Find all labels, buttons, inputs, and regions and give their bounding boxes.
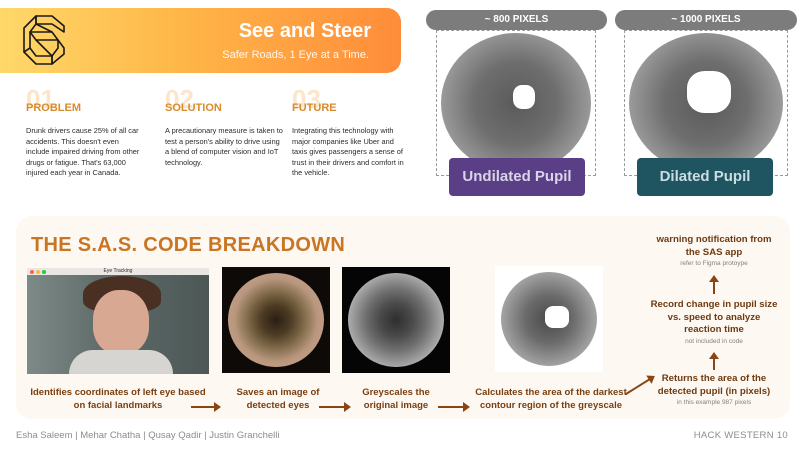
authors-credit: Esha Saleem | Mehar Chatha | Qusay Qadir… — [16, 430, 280, 441]
arrow-up-icon — [709, 275, 719, 294]
column-label: FUTURE — [292, 102, 337, 114]
side-step-note: in this example 987 pixels — [676, 399, 752, 407]
column-text: Integrating this technology with major c… — [292, 126, 404, 178]
page-title: See and Steer — [238, 20, 371, 42]
return-area-step: Returns the area of the detected pupil (… — [648, 373, 780, 408]
minimize-window-icon[interactable] — [36, 270, 40, 274]
step-calculate-area: Calculates the area of the darkest conto… — [475, 387, 627, 411]
column-label: PROBLEM — [26, 102, 81, 114]
contour-eye-image — [495, 266, 603, 372]
dilated-eye-image — [629, 33, 783, 173]
greyscale-eye-image — [342, 267, 450, 373]
webcam-shirt — [69, 350, 173, 374]
arrow-up-icon — [709, 352, 719, 370]
step-identify-eye: Identifies coordinates of left eye based… — [30, 387, 206, 411]
window-title: Eye Tracking — [103, 268, 133, 274]
arrow-right-icon — [191, 402, 221, 412]
arrow-right-icon — [438, 402, 470, 412]
undilated-pupil-label: Undilated Pupil — [449, 158, 585, 196]
side-step-text: Record change in pupil size vs. speed to… — [650, 299, 778, 336]
pupil-highlight — [687, 71, 731, 113]
maximize-window-icon[interactable] — [42, 270, 46, 274]
header-banner: See and Steer Safer Roads, 1 Eye at a Ti… — [0, 8, 401, 73]
record-change-step: Record change in pupil size vs. speed to… — [648, 299, 780, 347]
eye-ball — [348, 273, 444, 367]
undilated-eye-image — [441, 33, 591, 173]
warning-notification-step: warning notification from the SAS app re… — [655, 234, 773, 269]
side-step-text: warning notification from the SAS app — [656, 234, 772, 258]
pupil-contour — [545, 306, 569, 328]
window-title-bar: Eye Tracking — [27, 268, 209, 275]
side-step-note: refer to Figma protoype — [680, 260, 748, 268]
pixel-count-badge: ~ 800 PIXELS — [426, 10, 607, 30]
column-label: SOLUTION — [165, 102, 222, 114]
close-window-icon[interactable] — [30, 270, 34, 274]
undilated-eye-frame — [436, 30, 596, 176]
dilated-pupil-label: Dilated Pupil — [637, 158, 773, 196]
eye-ball — [228, 273, 324, 367]
column-number: 02 — [165, 84, 194, 114]
pupil-highlight — [513, 85, 535, 109]
event-name: HACK WESTERN 10 — [693, 430, 788, 441]
eye-ball — [501, 272, 597, 366]
eye-tracking-window: Eye Tracking — [27, 268, 209, 374]
column-text: Drunk drivers cause 25% of all car accid… — [26, 126, 140, 178]
geometric-s-logo-icon — [23, 15, 65, 65]
dilated-eye-frame — [624, 30, 788, 176]
webcam-face — [93, 290, 149, 354]
step-save-image: Saves an image of detected eyes — [236, 387, 320, 411]
column-number: 01 — [26, 84, 55, 114]
breakdown-title: THE S.A.S. CODE BREAKDOWN — [31, 234, 346, 256]
column-number: 03 — [292, 84, 321, 114]
detected-eye-image — [222, 267, 330, 373]
step-greyscale: Greyscales the original image — [362, 387, 430, 411]
page-tagline: Safer Roads, 1 Eye at a Time. — [222, 49, 369, 61]
arrow-right-icon — [319, 402, 351, 412]
side-step-text: Returns the area of the detected pupil (… — [657, 373, 771, 397]
pixel-count-badge: ~ 1000 PIXELS — [615, 10, 797, 30]
side-step-note: not included in code — [685, 337, 743, 345]
column-text: A precautionary measure is taken to test… — [165, 126, 283, 167]
